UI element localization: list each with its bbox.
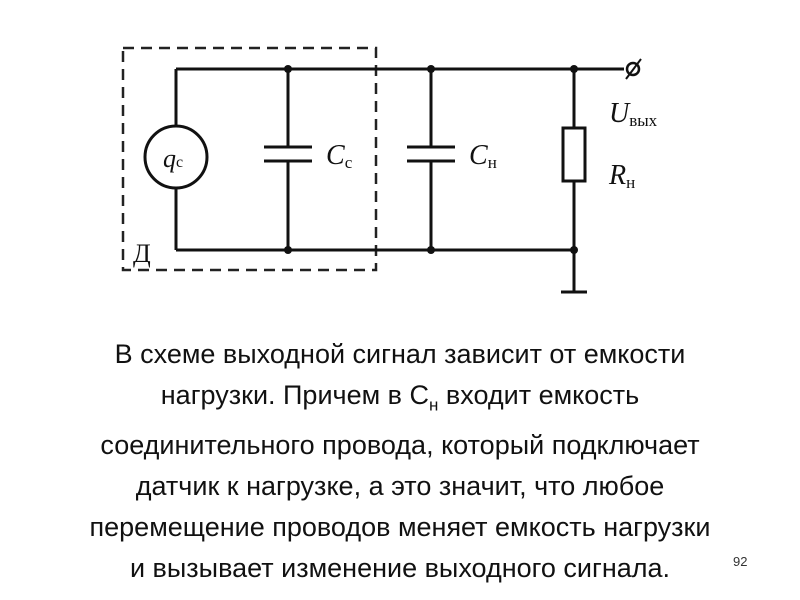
circuit-diagram: qc Cc Cн Uвых Rн Д: [121, 46, 658, 294]
page-number: 92: [733, 554, 748, 569]
resistor-symbol: [561, 126, 587, 183]
subscript: н: [429, 395, 439, 415]
text-line-4: датчик к нагрузке, а это значит, что люб…: [135, 471, 665, 502]
junction-dot: [427, 65, 435, 73]
junction-dot: [427, 246, 435, 254]
junction-dot: [284, 246, 292, 254]
text-line-2: нагрузки. Причем в Сн входит емкость: [160, 380, 640, 415]
sensor-boundary: [121, 46, 378, 272]
output-terminal: [625, 61, 641, 77]
junction-dot: [570, 246, 578, 254]
text-line-5: перемещение проводов меняет емкость нагр…: [89, 512, 711, 543]
cap-n-label: Cн: [469, 140, 497, 172]
text-line-3: соединительного провода, который подключ…: [100, 430, 700, 461]
junction-dot: [570, 65, 578, 73]
source-label: qc: [163, 144, 183, 173]
junction-dot: [284, 65, 292, 73]
text-line-1: В схеме выходной сигнал зависит от емкос…: [114, 339, 686, 369]
output-terminal-slash: [625, 58, 642, 80]
text-line-6: и вызывает изменение выходного сигнала.: [129, 553, 671, 584]
load-resistor-label: Rн: [608, 160, 635, 192]
output-voltage-label: Uвых: [609, 98, 658, 130]
description-text: В схеме выходной сигнал зависит от емкос…: [0, 334, 800, 589]
cap-c-label: Cc: [326, 140, 353, 172]
sensor-label: Д: [133, 239, 151, 268]
